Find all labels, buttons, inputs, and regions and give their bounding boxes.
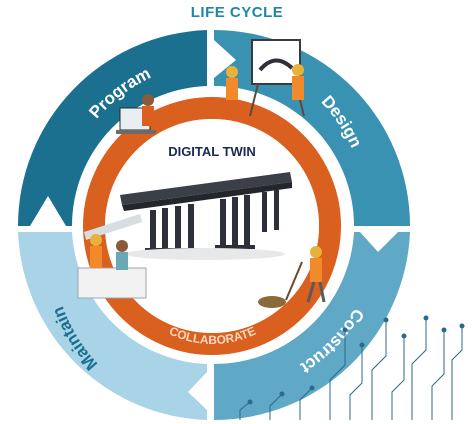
page-title: LIFE CYCLE xyxy=(190,4,284,21)
maintain-workers-illustration xyxy=(77,214,147,299)
center-label: DIGITAL TWIN xyxy=(168,144,256,159)
segment-construct xyxy=(214,232,410,421)
arrow-tip-design xyxy=(214,40,236,78)
center-disk xyxy=(105,119,319,333)
circuit-icon xyxy=(239,315,465,420)
design-workers-illustration xyxy=(226,39,305,117)
arrow-tip-program xyxy=(30,196,66,226)
arrow-tip-construct xyxy=(360,232,398,252)
bridge-icon xyxy=(120,172,292,260)
collaborate-ring xyxy=(83,97,341,355)
program-worker-illustration xyxy=(116,94,156,134)
segment-maintain xyxy=(18,232,207,420)
arrow-tip-maintain xyxy=(188,372,207,410)
construct-worker-illustration xyxy=(258,246,326,308)
segment-program xyxy=(17,30,208,226)
